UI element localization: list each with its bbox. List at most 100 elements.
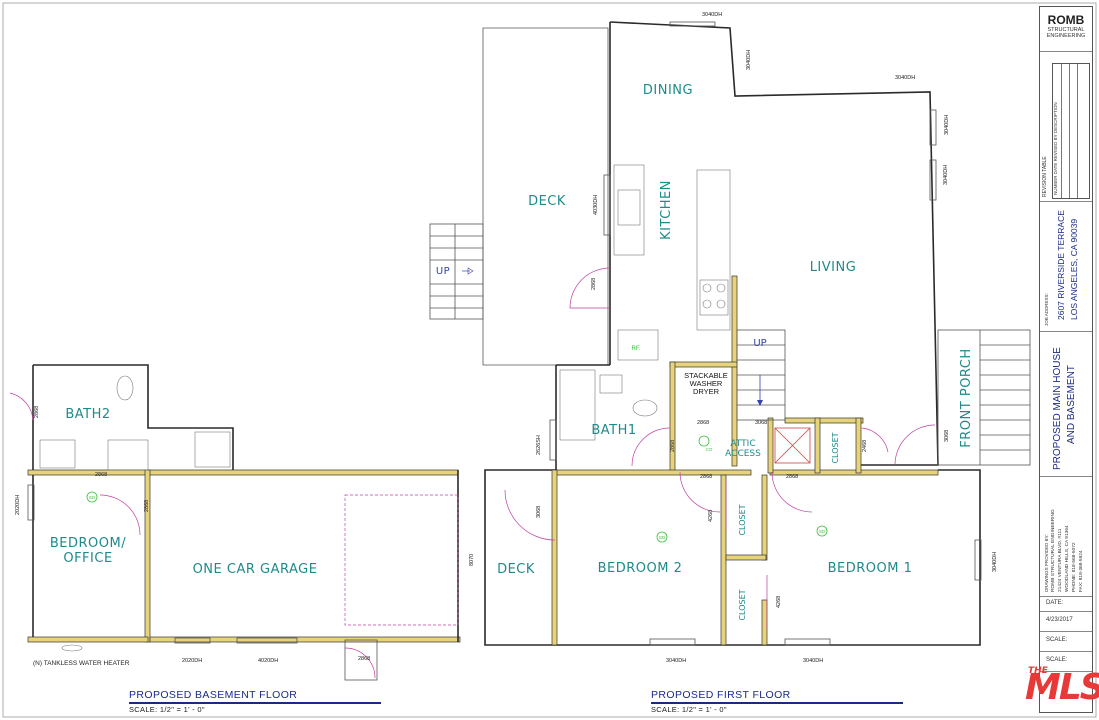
drawn-by: DRAWINGS PROVIDED BY: ROMB STRUCTURAL EN… xyxy=(1040,477,1092,597)
note-water-heater: (N) TANKLESS WATER HEATER xyxy=(33,660,130,667)
dim-bottom-b: 4020DH xyxy=(258,658,278,664)
label-living: LIVING xyxy=(810,260,857,275)
label-bedroom2: BEDROOM 2 xyxy=(598,561,683,576)
revision-title: REVISION TABLE xyxy=(1042,156,1048,197)
job-address-label: JOB ADDRESS: xyxy=(1044,293,1049,326)
dim-door-deck2: 3068 xyxy=(536,506,542,518)
dim-right-window-a: 3040DH xyxy=(746,50,752,70)
caption-first-scale: SCALE: 1/2" = 1' - 0" xyxy=(651,704,727,714)
drawn-line-2: ROMB STRUCTURAL ENGINEERING xyxy=(1051,509,1056,592)
address-line-2: LOS ANGELES, CA 90039 xyxy=(1069,218,1079,320)
dim-right-window-b: 3040DH xyxy=(944,115,950,135)
basement-walls xyxy=(9,364,461,681)
dim-basement-door: 2868 xyxy=(95,472,107,478)
dim-garage-door: 2868 xyxy=(358,656,370,662)
revision-table: REVISION TABLE NUMBER DATE REVISED BY DE… xyxy=(1040,57,1092,202)
caption-basement-scale: SCALE: 1/2" = 1' - 0" xyxy=(129,704,205,714)
dim-top-window-b: 3040DH xyxy=(895,75,915,81)
address-line-1: 2607 RIVERSIDE TERRACE xyxy=(1056,210,1066,320)
dim-bath2-door: 2868 xyxy=(34,406,40,418)
mls-the: THE xyxy=(1028,666,1048,676)
label-bedroom-office-1: BEDROOM/ xyxy=(50,536,126,551)
bedroom-wing-wall xyxy=(484,469,981,646)
main-house-wall xyxy=(609,21,939,466)
front-porch xyxy=(937,329,1031,466)
mls-logo: THE MLS xyxy=(1019,665,1099,711)
label-rf: RF. xyxy=(632,346,641,352)
scale-label-2: SCALE: xyxy=(1040,652,1092,672)
structural-walls xyxy=(551,275,939,646)
dim-win-2626: 2626SH xyxy=(536,435,542,455)
smoke-detectors xyxy=(86,435,828,543)
label-closet-b: CLOSET xyxy=(738,504,747,535)
sd-bedroom2: SD xyxy=(659,535,666,540)
label-closet-c: CLOSET xyxy=(738,589,747,620)
dim-door-bed2: 2868 xyxy=(700,474,712,480)
dim-bottom-c: 3040DH xyxy=(666,658,686,664)
label-bath1: BATH1 xyxy=(591,423,636,438)
dim-top-window-a: 3040DH xyxy=(702,12,722,18)
caption-basement: PROPOSED BASEMENT FLOOR SCALE: 1/2" = 1'… xyxy=(129,689,381,714)
dim-door-closet-b: 4268 xyxy=(708,510,714,522)
drawn-line-5: PHONE: 818-568-5072 xyxy=(1072,542,1077,592)
label-kitchen: KITCHEN xyxy=(659,180,674,240)
label-attic-1: ATTIC xyxy=(730,439,755,449)
firm-sub2: ENGINEERING xyxy=(1046,33,1086,39)
date-value: 4/23/2017 xyxy=(1040,612,1092,632)
label-washer-3: DRYER xyxy=(693,387,720,396)
title-block: ROMB STRUCTURAL ENGINEERING REVISION TAB… xyxy=(1039,6,1093,713)
drawn-line-1: DRAWINGS PROVIDED BY: xyxy=(1044,534,1049,592)
mls-text: MLS xyxy=(1025,667,1099,708)
project-line-1: PROPOSED MAIN HOUSE xyxy=(1052,347,1063,470)
firm-name: ROMB xyxy=(1047,13,1085,27)
drawn-line-6: FAX: 818-368-5924 xyxy=(1079,550,1084,592)
project-title: PROPOSED MAIN HOUSE AND BASEMENT xyxy=(1040,332,1092,477)
label-washer-2: WASHER xyxy=(690,379,723,388)
co-detector: CO xyxy=(706,447,713,452)
revision-cols: NUMBER DATE REVISED BY DESCRIPTION xyxy=(1053,102,1058,195)
sd-bedroom1: SD xyxy=(819,529,826,534)
dim-door-stair: 3068 xyxy=(755,420,767,426)
label-bath2: BATH2 xyxy=(65,407,110,422)
dim-door-front: 3068 xyxy=(944,430,950,442)
label-closet-a: CLOSET xyxy=(831,432,840,463)
label-up-left: UP xyxy=(436,266,450,277)
scale-label: SCALE: xyxy=(1040,632,1092,652)
dim-door-closet-c: 4268 xyxy=(776,596,782,608)
caption-first: PROPOSED FIRST FLOOR SCALE: 1/2" = 1' - … xyxy=(651,689,903,714)
project-line-2: AND BASEMENT xyxy=(1066,365,1077,444)
kitchen-counters xyxy=(613,164,731,361)
dim-door-closet: 2468 xyxy=(862,440,868,452)
label-bedroom-office-2: OFFICE xyxy=(63,551,112,566)
sd-basement: SD xyxy=(89,495,96,500)
dim-win-2020: 2020DH xyxy=(15,495,21,515)
label-attic-2: ACCESS xyxy=(725,449,761,459)
deck-stairs xyxy=(429,223,484,320)
label-front-porch: FRONT PORCH xyxy=(959,348,974,447)
label-washer-1: STACKABLE xyxy=(684,371,728,380)
dim-door-deck: 2868 xyxy=(591,278,597,290)
attic-access-hatch xyxy=(774,427,811,464)
firm-logo: ROMB STRUCTURAL ENGINEERING xyxy=(1040,7,1092,52)
caption-first-title: PROPOSED FIRST FLOOR xyxy=(651,689,791,701)
label-bedroom1: BEDROOM 1 xyxy=(828,561,913,576)
dim-basement-door2: 2868 xyxy=(144,500,150,512)
label-dining: DINING xyxy=(643,83,693,98)
dim-bottom-d: 3040DH xyxy=(803,658,823,664)
dim-bottom-a: 2020DH xyxy=(182,658,202,664)
bath1-fixtures xyxy=(559,369,658,441)
drawn-line-4: WOODLAND HILLS, CA 91364 xyxy=(1065,525,1070,592)
date-label: DATE: xyxy=(1040,597,1092,612)
caption-basement-title: PROPOSED BASEMENT FLOOR xyxy=(129,689,298,701)
windows xyxy=(549,21,982,646)
label-deck-bottom: DECK xyxy=(497,562,535,577)
center-stairs xyxy=(736,329,786,421)
label-up-center: UP xyxy=(753,338,766,349)
label-deck-top: DECK xyxy=(528,194,566,209)
job-address: JOB ADDRESS: 2607 RIVERSIDE TERRACE LOS … xyxy=(1040,202,1092,332)
firm-sub1: STRUCTURAL xyxy=(1047,27,1085,33)
dim-right-window-c: 3040DH xyxy=(943,165,949,185)
dim-door-laundry: 2868 xyxy=(697,420,709,426)
